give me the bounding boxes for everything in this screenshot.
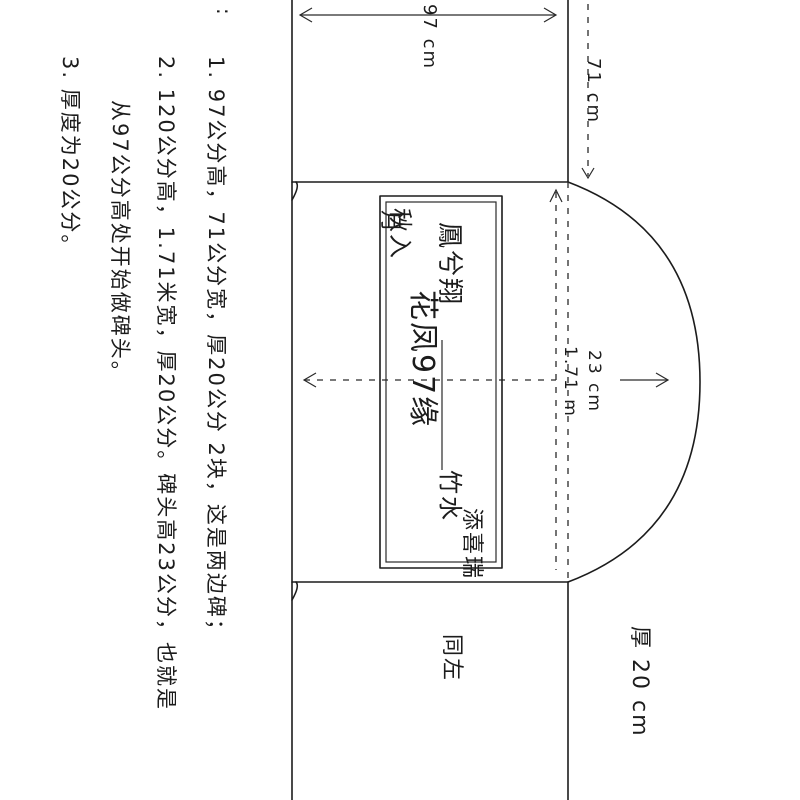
notes-colon: :	[212, 8, 236, 17]
plaque-text-6: 月	[377, 210, 402, 235]
label-top-width: 71 cm	[583, 58, 604, 125]
label-arch-height: 23 cm	[584, 350, 604, 413]
label-left-width: 97 cm	[419, 4, 440, 71]
note-item-3: 3. 厚度为20公分。	[58, 56, 82, 258]
note-item-1: 1. 97公分高，71公分宽，厚20公分 2块，这是两边碑；	[204, 56, 228, 642]
plaque-outline	[379, 195, 503, 569]
arrowhead	[302, 372, 317, 388]
plaque-inner-outline	[385, 201, 497, 563]
arch-outline	[567, 181, 701, 583]
arrowhead	[543, 7, 558, 23]
corner-mark	[291, 181, 299, 201]
note-item-2-continued: 从97公分高处开始做碑头。	[108, 100, 132, 384]
arrowhead	[655, 372, 670, 388]
plaque-text-5: 添喜瑞	[459, 508, 484, 581]
arrowhead	[581, 167, 595, 180]
label-thickness: 厚 20 cm	[627, 626, 652, 738]
corner-mark	[291, 581, 299, 601]
label-right-panel: 同左	[439, 634, 464, 683]
arrowhead	[298, 7, 313, 23]
arrowhead	[549, 188, 563, 203]
plaque-text-3: 花凤97缘	[405, 290, 440, 429]
note-item-2: 2. 120公分高，1.71米宽，厚20公分。碑头高23公分，也就是	[154, 56, 178, 711]
label-arch-span: 1.71 m	[560, 346, 580, 418]
